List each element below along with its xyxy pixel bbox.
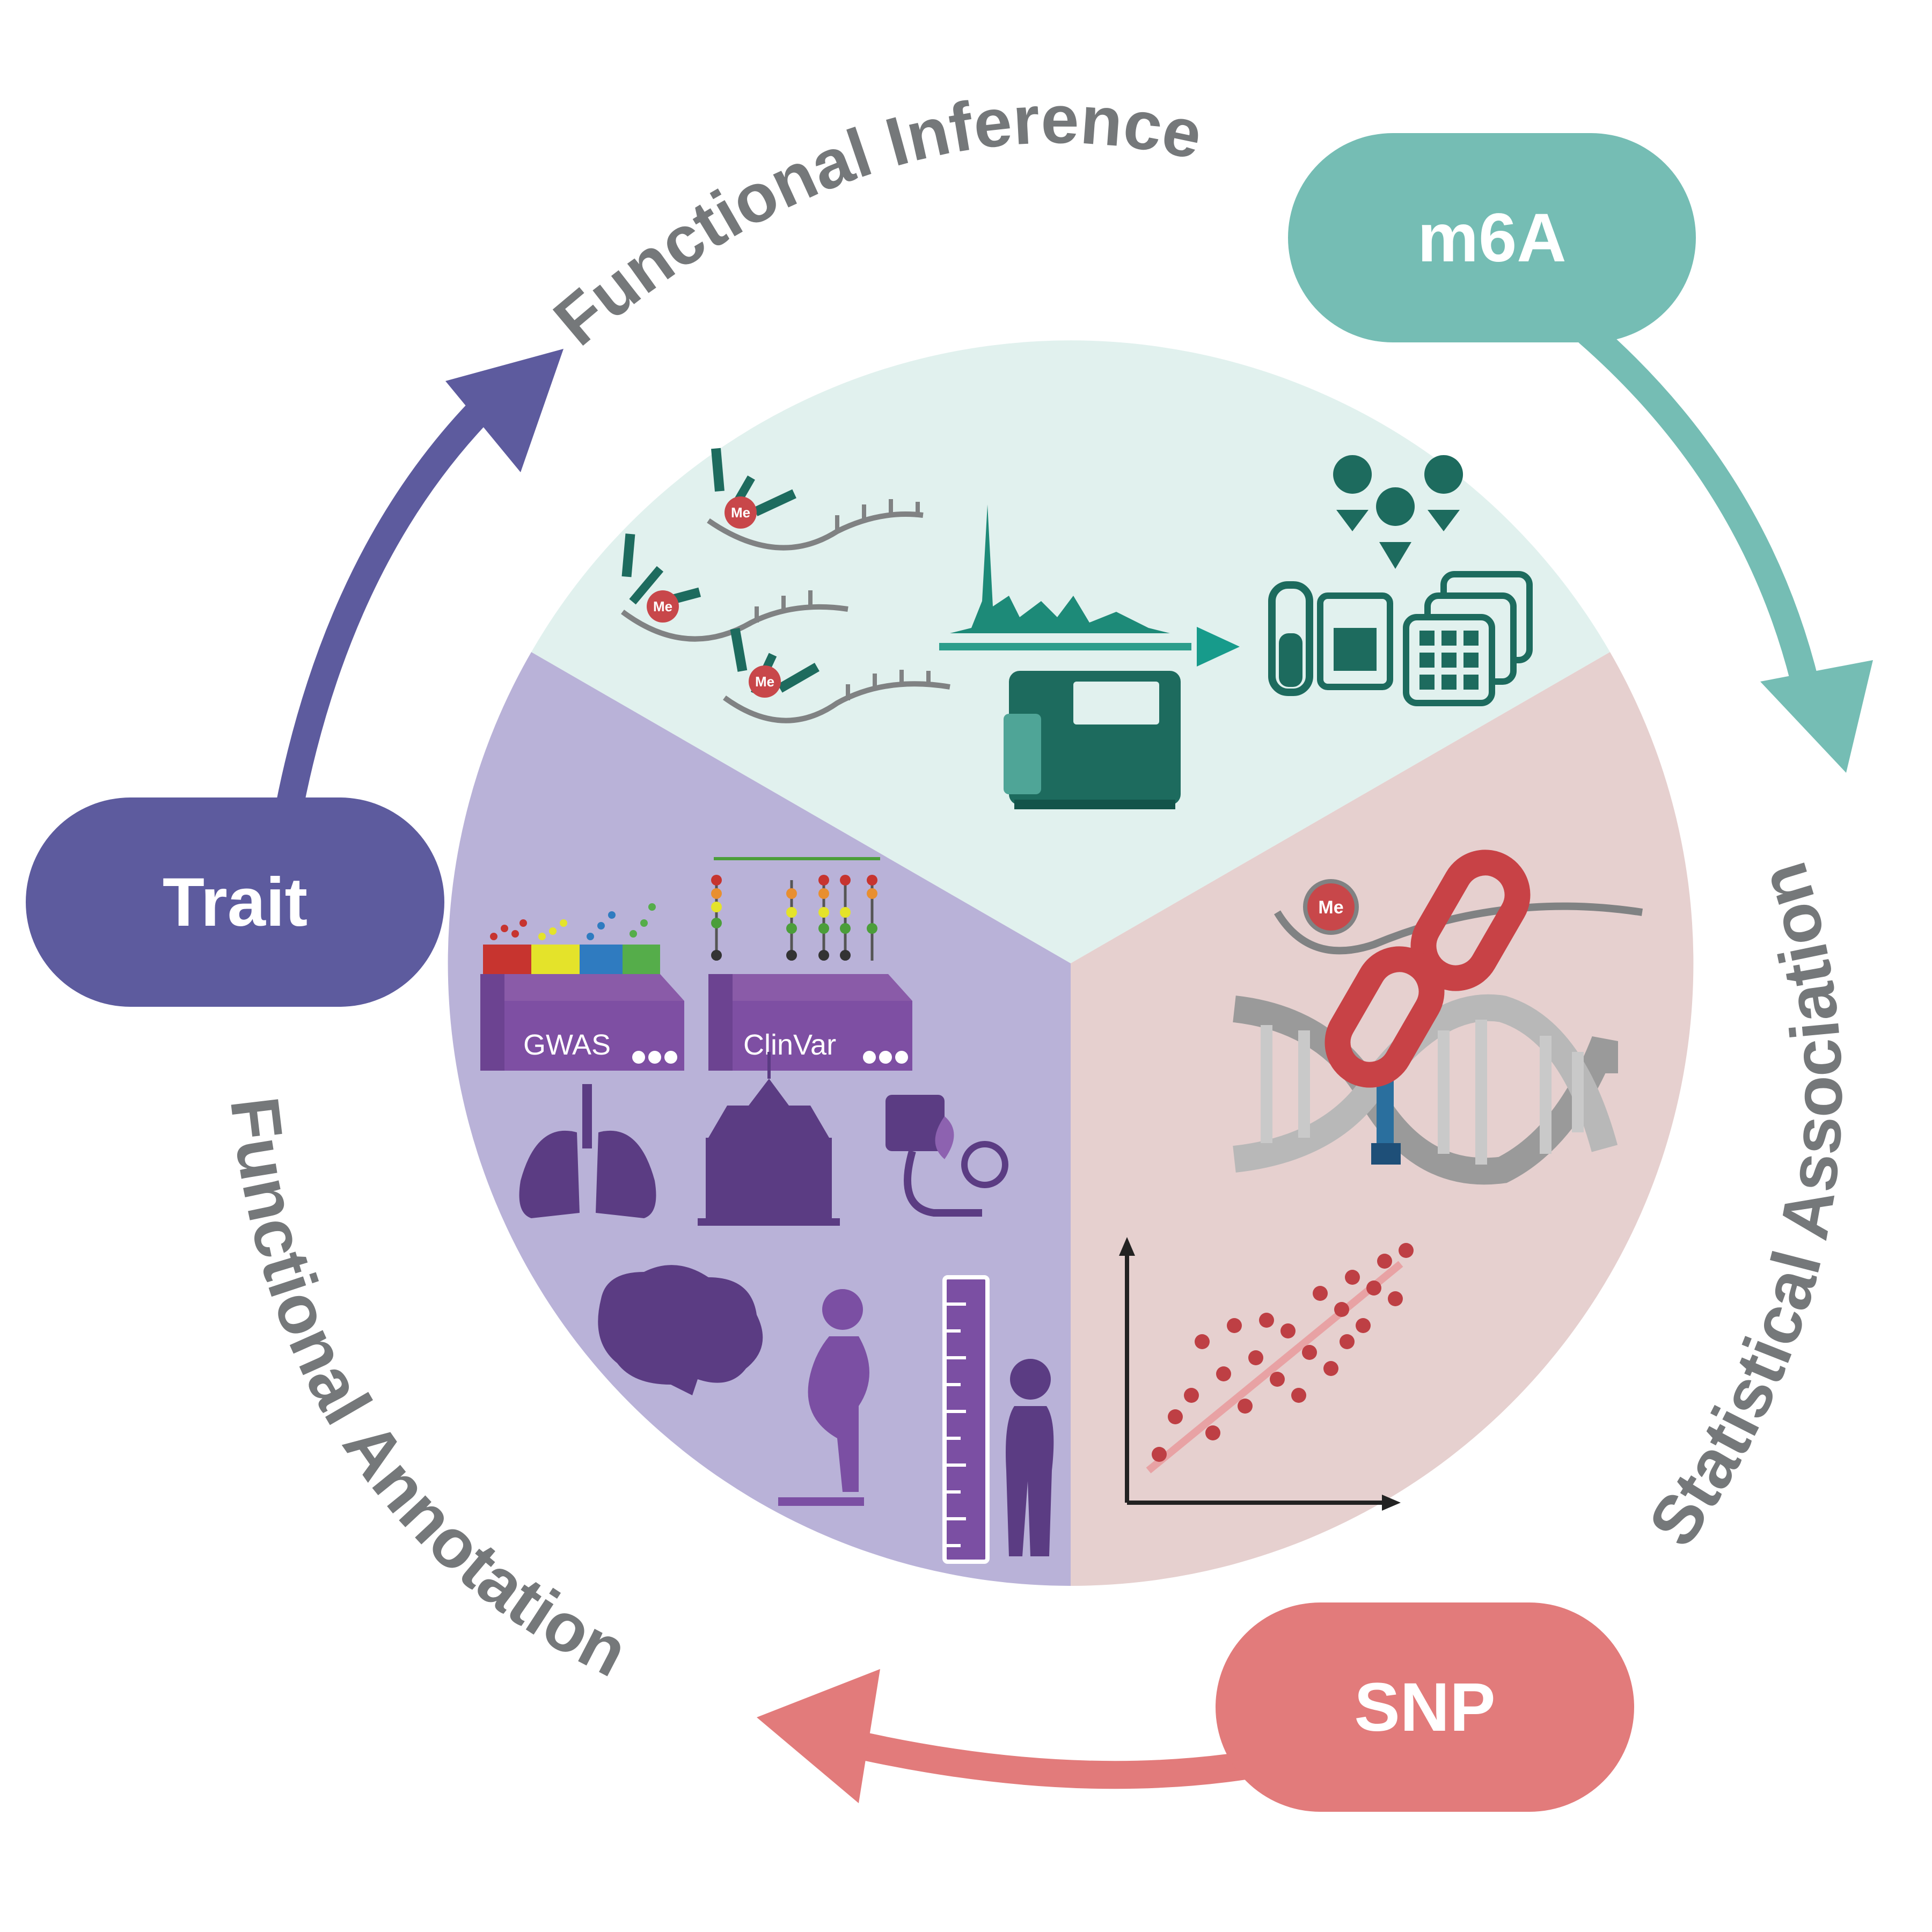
chain-link-icon	[1324, 850, 1531, 1088]
school-building-icon	[698, 1052, 840, 1226]
rna-strand-icon	[723, 681, 950, 723]
functional-inference-label: Functional Inference	[540, 81, 1209, 360]
methyl-marker: Me	[749, 665, 781, 698]
svg-text:Me: Me	[731, 504, 750, 521]
clinvar-database-icon: ClinVar	[708, 857, 912, 1071]
scatter-plot-icon	[1119, 1237, 1414, 1511]
svg-text:GWAS: GWAS	[523, 1029, 611, 1061]
plate-grid-icon	[1403, 571, 1533, 706]
methyl-marker: Me	[647, 590, 679, 623]
location-pin-icons	[1333, 455, 1463, 569]
pregnant-figure-icon	[778, 1289, 869, 1506]
rna-strand-icon	[621, 604, 848, 642]
brain-icon	[598, 1265, 763, 1395]
methyl-marker: Me	[724, 496, 757, 529]
m6a-to-association-arrow	[1575, 319, 1873, 773]
methyl-marker: Me	[1303, 879, 1359, 935]
trait-to-inference-arrow	[276, 349, 564, 819]
svg-text:ClinVar: ClinVar	[743, 1029, 836, 1061]
svg-text:Me: Me	[755, 674, 774, 690]
gwas-database-icon: GWAS	[480, 903, 684, 1071]
snp-node: SNP	[1216, 1602, 1634, 1812]
m6a-node: m6A	[1288, 133, 1696, 342]
spreadsheet-icon	[1317, 592, 1393, 690]
height-ruler-icon	[942, 1275, 990, 1564]
standing-person-icon	[1006, 1359, 1054, 1556]
trait-node: Trait	[26, 797, 444, 1007]
test-tube-icon	[1268, 581, 1313, 696]
lungs-icon	[519, 1084, 656, 1218]
trait-node-label: Trait	[162, 863, 308, 941]
blood-pressure-icon	[885, 1095, 1008, 1217]
antibody-rna-group: Me Me Me	[621, 448, 950, 723]
sequencer-icon	[1004, 671, 1181, 809]
peak-signal-icon	[950, 504, 1170, 633]
sector-m6a-detection	[531, 340, 1610, 963]
linked-rna-dna-group: Me	[1233, 850, 1643, 1185]
svg-text:Me: Me	[653, 598, 672, 614]
snp-to-annotation-arrow	[757, 1669, 1259, 1803]
antibody-icon	[621, 533, 701, 608]
rna-strand-icon	[1274, 902, 1643, 955]
svg-text:Me: Me	[1318, 897, 1343, 918]
snp-node-label: SNP	[1354, 1668, 1496, 1746]
m6a-node-label: m6A	[1417, 199, 1567, 276]
process-arrow-icon	[939, 627, 1240, 667]
sector-pie	[448, 340, 1694, 1586]
